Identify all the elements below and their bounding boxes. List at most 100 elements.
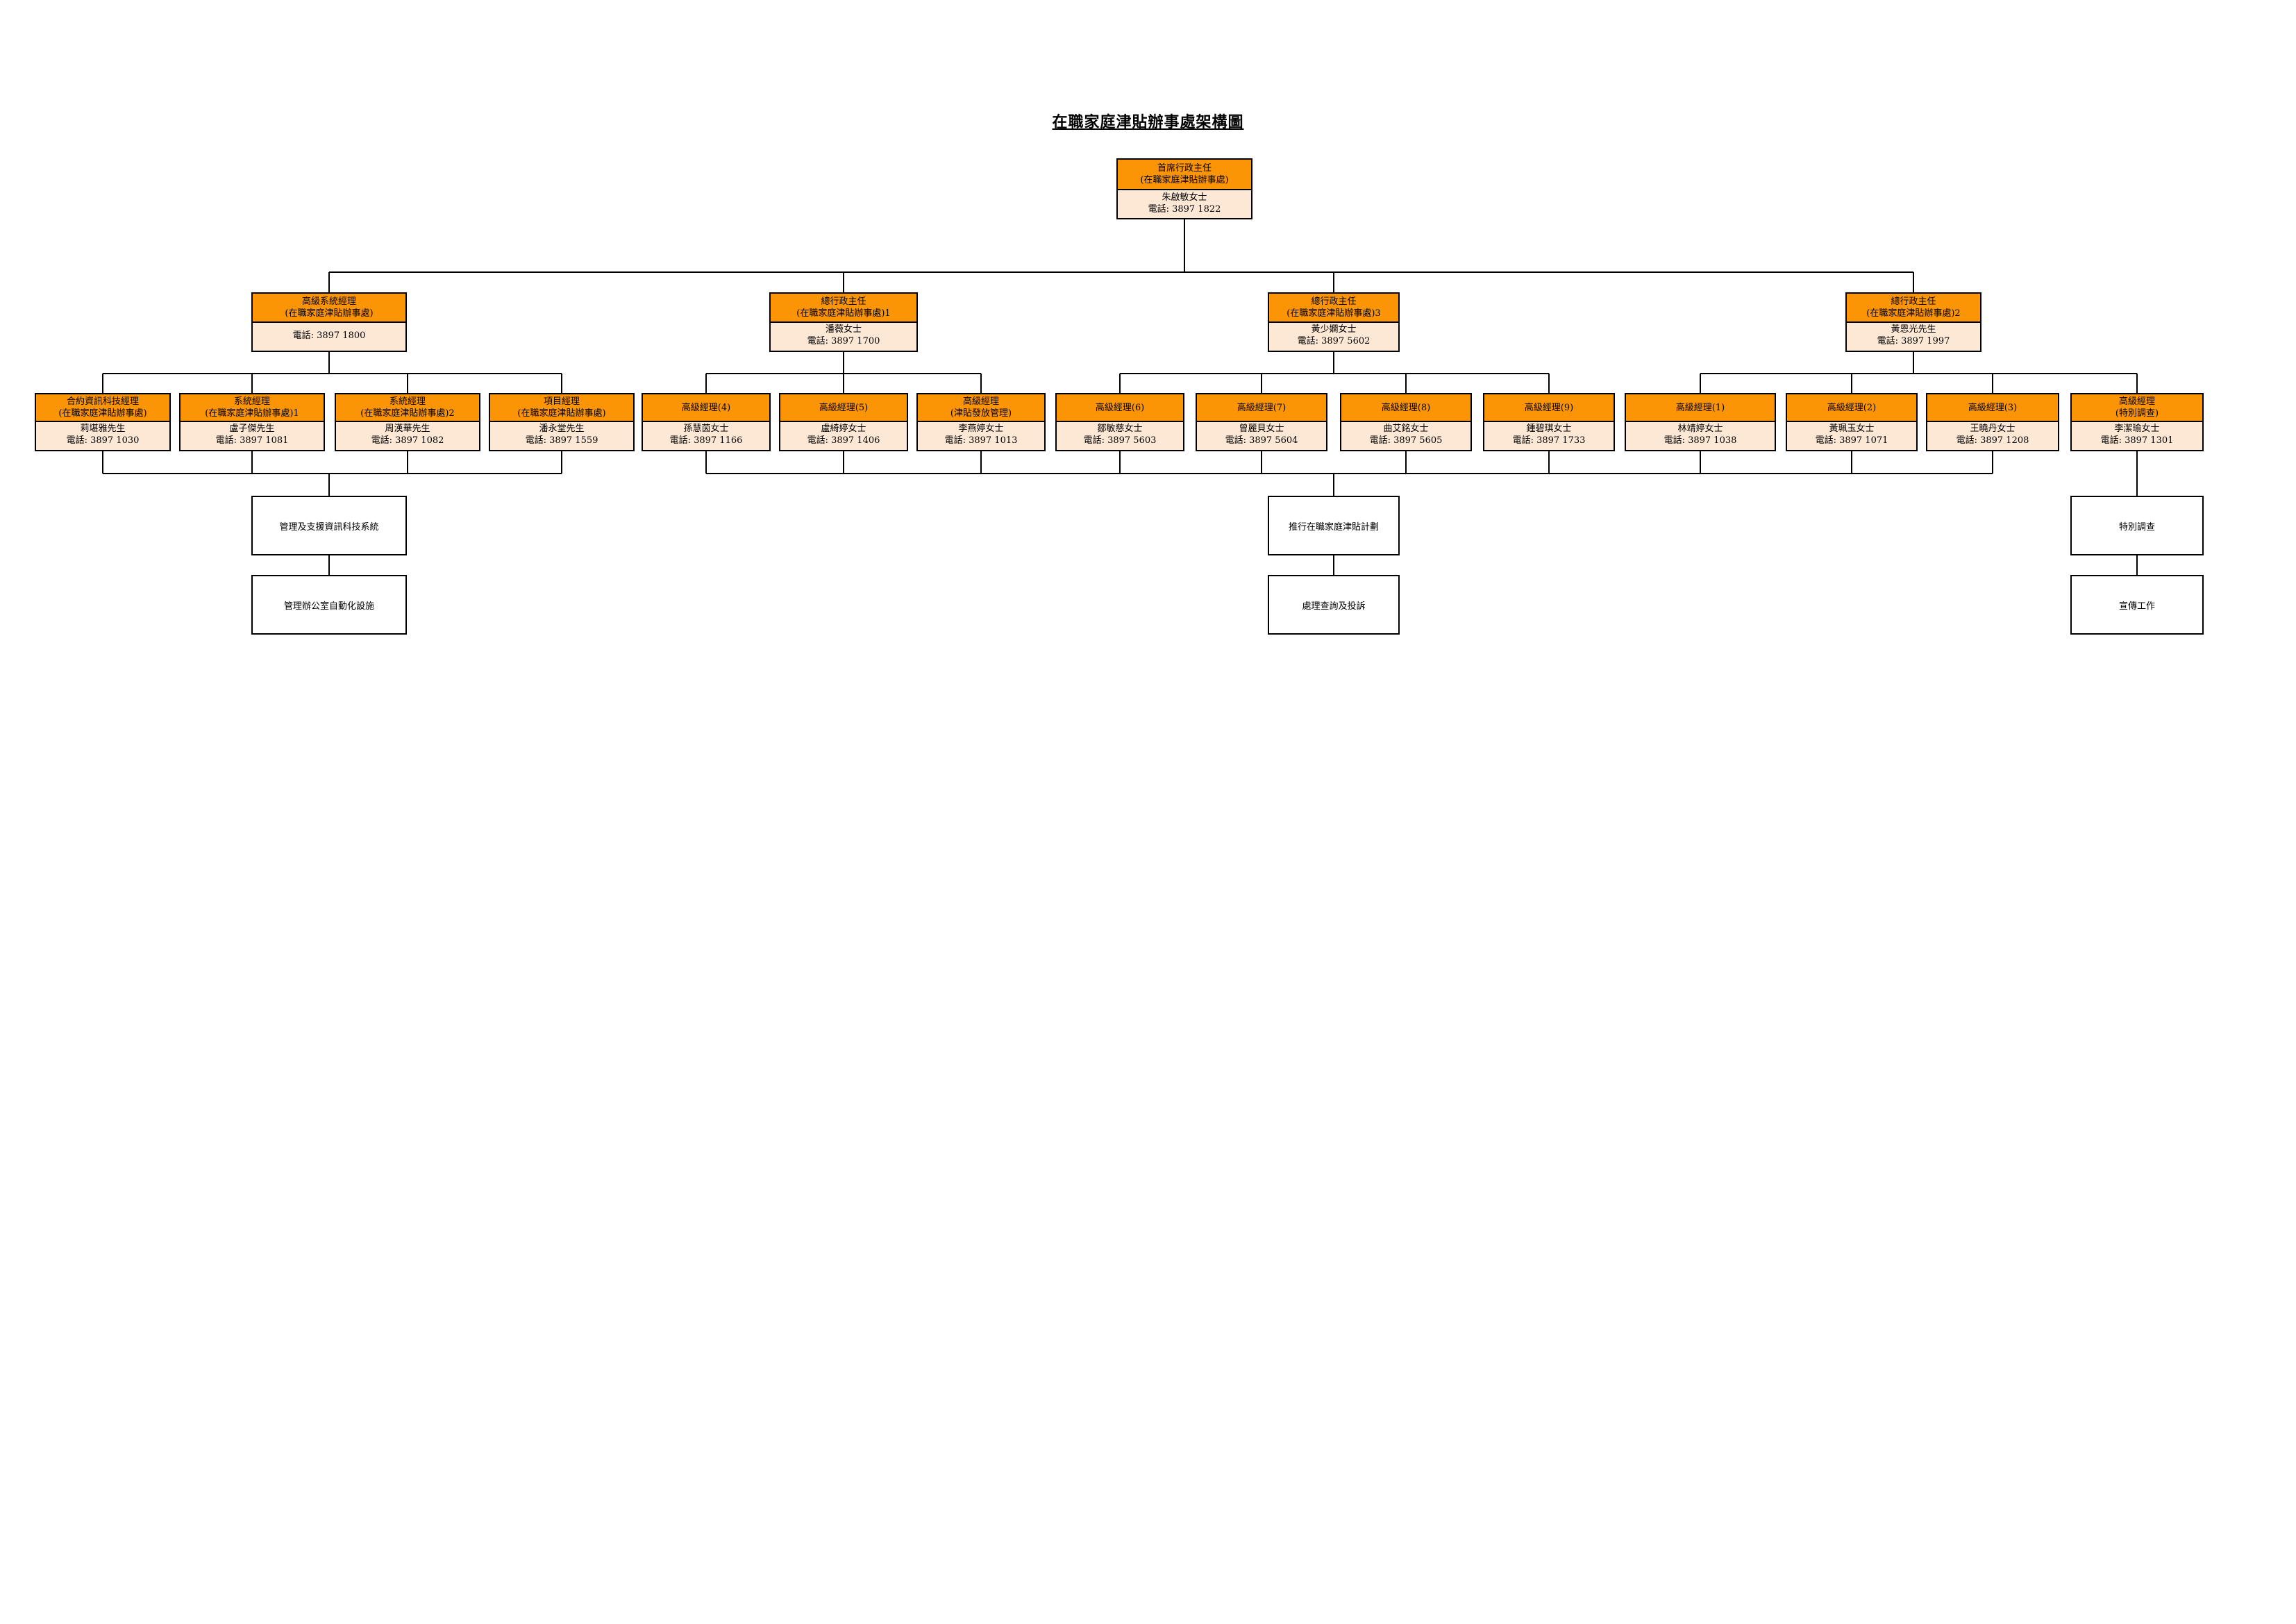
box-title-line: (在職家庭津貼辦事處): [517, 408, 606, 419]
box-person-name: 黃少嫻女士: [1311, 324, 1357, 335]
org-box-body: 李潔瑜女士 電話: 3897 1301: [2072, 422, 2202, 447]
org-box-senior-manager-8: 高級經理(8) 曲艾銘女士 電話: 3897 5605: [1340, 393, 1472, 451]
duty-box-publicity: 宣傳工作: [2070, 575, 2204, 635]
box-phone: 電話: 3897 1559: [525, 435, 598, 446]
box-title-line: 高級經理(7): [1237, 402, 1287, 413]
box-title-line: (在職家庭津貼辦事處): [58, 408, 147, 419]
org-box-body: 鄒敏慈女士 電話: 3897 5603: [1057, 422, 1183, 447]
org-box-header: 高級經理 (津貼發放管理): [918, 394, 1044, 422]
org-box-contract-it-manager: 合約資訊科技經理 (在職家庭津貼辦事處) 莉堪雅先生 電話: 3897 1030: [35, 393, 171, 451]
box-phone: 電話: 3897 5603: [1083, 435, 1157, 446]
org-box-project-manager: 項目經理 (在職家庭津貼辦事處) 潘永堂先生 電話: 3897 1559: [489, 393, 635, 451]
duty-box-it-systems: 管理及支援資訊科技系統: [251, 496, 407, 555]
org-box-header: 總行政主任 (在職家庭津貼辦事處)2: [1847, 294, 1980, 323]
org-box-header: 高級經理(7): [1197, 394, 1326, 422]
org-box-systems-manager-2: 系統經理 (在職家庭津貼辦事處)2 周漢華先生 電話: 3897 1082: [335, 393, 480, 451]
org-box-senior-manager-9: 高級經理(9) 鍾碧琪女士 電話: 3897 1733: [1483, 393, 1615, 451]
box-phone: 電話: 3897 1013: [944, 435, 1018, 446]
box-phone: 電話: 3897 1301: [2100, 435, 2174, 446]
box-phone: 電話: 3897 5604: [1225, 435, 1298, 446]
box-person-name: 朱啟敏女士: [1162, 192, 1207, 203]
org-box-header: 高級經理(5): [780, 394, 907, 422]
box-title-line: 總行政主任: [1891, 296, 1936, 307]
box-title-line: 高級經理(9): [1524, 402, 1574, 413]
org-box-body: 鍾碧琪女士 電話: 3897 1733: [1484, 422, 1614, 447]
box-phone: 電話: 3897 1208: [1956, 435, 2029, 446]
duty-box-office-automation: 管理辦公室自動化設施: [251, 575, 407, 635]
box-title-line: (在職家庭津貼辦事處)3: [1287, 308, 1381, 319]
chart-title: 在職家庭津貼辦事處架構圖: [1052, 113, 1244, 131]
box-title-line: 系統經理: [389, 396, 426, 407]
org-box-chief-executive-officer-3: 總行政主任 (在職家庭津貼辦事處)3 黃少嫻女士 電話: 3897 5602: [1268, 292, 1400, 352]
box-person-name: 黃恩光先生: [1891, 324, 1936, 335]
org-box-header: 總行政主任 (在職家庭津貼辦事處)1: [771, 294, 916, 323]
org-box-body: 莉堪雅先生 電話: 3897 1030: [36, 422, 169, 447]
box-title-line: 合約資訊科技經理: [66, 396, 139, 407]
org-box-body: 黃少嫻女士 電話: 3897 5602: [1269, 323, 1398, 348]
org-box-header: 高級經理(1): [1626, 394, 1775, 422]
box-title-line: 高級經理(5): [819, 402, 869, 413]
box-phone: 電話: 3897 1733: [1512, 435, 1586, 446]
org-box-header: 項目經理 (在職家庭津貼辦事處): [490, 394, 633, 422]
box-phone: 電話: 3897 1081: [215, 435, 289, 446]
box-title-line: (特別調查): [2115, 408, 2159, 419]
box-title-line: 系統經理: [233, 396, 270, 407]
org-box-chief-executive: 首席行政主任 (在職家庭津貼辦事處) 朱啟敏女士 電話: 3897 1822: [1116, 158, 1252, 219]
org-box-header: 高級經理(8): [1341, 394, 1470, 422]
box-phone: 電話: 3897 1822: [1148, 204, 1221, 215]
box-title-line: (在職家庭津貼辦事處)1: [796, 308, 891, 319]
org-box-header: 高級經理(9): [1484, 394, 1614, 422]
org-box-senior-manager-special-investigation: 高級經理 (特別調查) 李潔瑜女士 電話: 3897 1301: [2070, 393, 2204, 451]
box-person-name: 曾麗貝女士: [1239, 424, 1284, 434]
org-box-senior-manager-6: 高級經理(6) 鄒敏慈女士 電話: 3897 5603: [1055, 393, 1184, 451]
box-title-line: 高級經理: [2118, 396, 2155, 407]
org-box-header: 系統經理 (在職家庭津貼辦事處)2: [336, 394, 479, 422]
org-box-body: 王曉丹女士 電話: 3897 1208: [1927, 422, 2058, 447]
box-phone: 電話: 3897 1030: [66, 435, 140, 446]
org-box-senior-manager-2: 高級經理(2) 黃珮玉女士 電話: 3897 1071: [1786, 393, 1918, 451]
duty-box-enquiries-complaints: 處理查詢及投訴: [1268, 575, 1400, 635]
org-box-chief-executive-officer-2: 總行政主任 (在職家庭津貼辦事處)2 黃恩光先生 電話: 3897 1997: [1845, 292, 1981, 352]
box-title-line: (在職家庭津貼辦事處): [285, 308, 374, 319]
org-box-body: 孫慧茵女士 電話: 3897 1166: [643, 422, 769, 447]
org-box-senior-systems-manager: 高級系統經理 (在職家庭津貼辦事處) 電話: 3897 1800: [251, 292, 407, 352]
org-box-header: 首席行政主任 (在職家庭津貼辦事處): [1118, 160, 1251, 190]
box-person-name: 潘永堂先生: [539, 424, 585, 434]
box-title-line: 高級經理(2): [1827, 402, 1877, 413]
box-person-name: 黃珮玉女士: [1829, 424, 1875, 434]
org-box-chief-executive-officer-1: 總行政主任 (在職家庭津貼辦事處)1 潘薇女士 電話: 3897 1700: [769, 292, 918, 352]
org-box-body: 電話: 3897 1800: [253, 323, 405, 348]
org-box-body: 朱啟敏女士 電話: 3897 1822: [1118, 190, 1251, 217]
org-box-systems-manager-1: 系統經理 (在職家庭津貼辦事處)1 盧子傑先生 電話: 3897 1081: [179, 393, 325, 451]
box-title-line: (在職家庭津貼辦事處): [1140, 175, 1229, 185]
box-person-name: 林靖婷女士: [1677, 424, 1723, 434]
box-person-name: 鄒敏慈女士: [1097, 424, 1143, 434]
org-box-body: 黃恩光先生 電話: 3897 1997: [1847, 323, 1980, 348]
box-phone: 電話: 3897 5605: [1369, 435, 1443, 446]
org-box-header: 高級經理(6): [1057, 394, 1183, 422]
org-box-header: 高級系統經理 (在職家庭津貼辦事處): [253, 294, 405, 323]
org-box-body: 潘薇女士 電話: 3897 1700: [771, 323, 916, 348]
box-person-name: 鍾碧琪女士: [1526, 424, 1572, 434]
org-box-body: 曾麗貝女士 電話: 3897 5604: [1197, 422, 1326, 447]
box-phone: 電話: 3897 1700: [807, 336, 880, 346]
box-person-name: 曲艾銘女士: [1383, 424, 1429, 434]
box-title-line: 高級經理(1): [1675, 402, 1725, 413]
box-phone: 電話: 3897 1406: [807, 435, 880, 446]
org-box-header: 高級經理(3): [1927, 394, 2058, 422]
duty-box-special-investigation: 特別調查: [2070, 496, 2204, 555]
box-phone: 電話: 3897 1997: [1877, 336, 1950, 346]
box-person-name: 李燕婷女士: [958, 424, 1004, 434]
duty-box-implement-scheme: 推行在職家庭津貼計劃: [1268, 496, 1400, 555]
org-box-header: 高級經理(2): [1787, 394, 1916, 422]
box-person-name: 王曉丹女士: [1970, 424, 2016, 434]
box-person-name: 莉堪雅先生: [80, 424, 126, 434]
org-box-senior-manager-5: 高級經理(5) 盧綺婷女士 電話: 3897 1406: [779, 393, 908, 451]
org-box-body: 盧子傑先生 電話: 3897 1081: [181, 422, 324, 447]
box-title-line: (在職家庭津貼辦事處)2: [1866, 308, 1961, 319]
org-box-body: 曲艾銘女士 電話: 3897 5605: [1341, 422, 1470, 447]
org-box-senior-manager-3: 高級經理(3) 王曉丹女士 電話: 3897 1208: [1926, 393, 2059, 451]
box-title-line: (津貼發放管理): [950, 408, 1012, 419]
box-person-name: 周漢華先生: [385, 424, 430, 434]
